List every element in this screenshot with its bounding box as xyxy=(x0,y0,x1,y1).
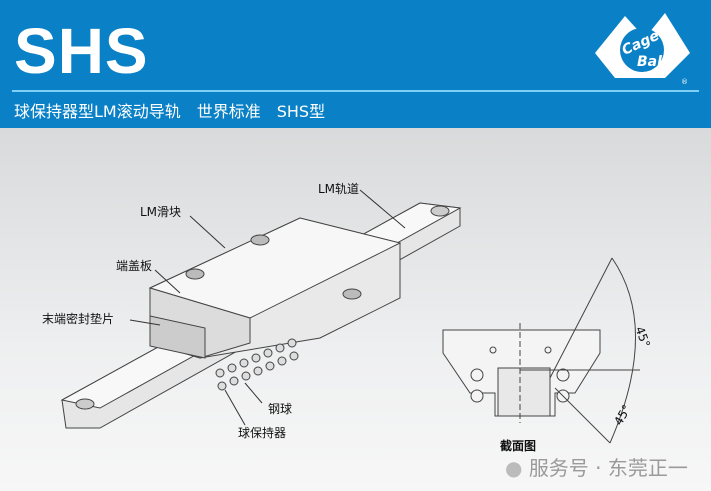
block-bolt-hole xyxy=(185,268,205,280)
steel-ball xyxy=(289,351,299,361)
rail-bolt-hole xyxy=(75,398,95,410)
svg-text:Ball: Ball xyxy=(637,54,667,70)
label-section-view: 截面图 xyxy=(500,439,537,453)
watermark: ● 服务号 · 东莞正一 xyxy=(505,452,688,481)
steel-ball xyxy=(287,338,297,348)
header-banner: SHS 球保持器型LM滚动导轨 世界标准 SHS型 Caged Ball ® xyxy=(0,0,711,128)
steel-ball xyxy=(227,363,237,373)
header-divider xyxy=(12,90,699,92)
label-steel-ball: 钢球 xyxy=(268,402,293,416)
svg-text:®: ® xyxy=(681,78,688,86)
steel-ball xyxy=(217,381,227,391)
label-lm-rail: LM轨道 xyxy=(318,182,360,196)
steel-ball xyxy=(239,358,249,368)
watermark-text: 服务号 · 东莞正一 xyxy=(528,456,688,480)
steel-ball xyxy=(253,366,263,376)
steel-balls xyxy=(215,338,299,391)
label-ball-cage: 球保持器 xyxy=(238,426,287,440)
steel-ball xyxy=(275,343,285,353)
steel-ball xyxy=(265,361,275,371)
end-seal xyxy=(149,315,206,359)
steel-ball xyxy=(215,368,225,378)
steel-ball xyxy=(251,353,261,363)
block-bolt-hole xyxy=(250,234,270,246)
label-end-seal: 末端密封垫片 xyxy=(42,312,115,326)
label-lm-block: LM滑块 xyxy=(140,205,182,219)
steel-ball xyxy=(241,371,251,381)
wechat-icon: ● xyxy=(505,456,523,480)
page-subtitle: 球保持器型LM滚动导轨 世界标准 SHS型 xyxy=(14,102,326,121)
block-bolt-hole xyxy=(342,288,362,300)
steel-ball xyxy=(277,356,287,366)
cross-section-drawing xyxy=(442,257,640,444)
label-end-plate: 端盖板 xyxy=(116,259,153,273)
rail-bolt-hole xyxy=(430,205,450,217)
steel-ball xyxy=(229,376,239,386)
steel-ball xyxy=(263,348,273,358)
lm-guide-drawing xyxy=(60,189,640,444)
leader-lines xyxy=(129,189,406,426)
caged-ball-logo: Caged Ball ® xyxy=(595,13,690,86)
page-title: SHS xyxy=(14,15,149,87)
